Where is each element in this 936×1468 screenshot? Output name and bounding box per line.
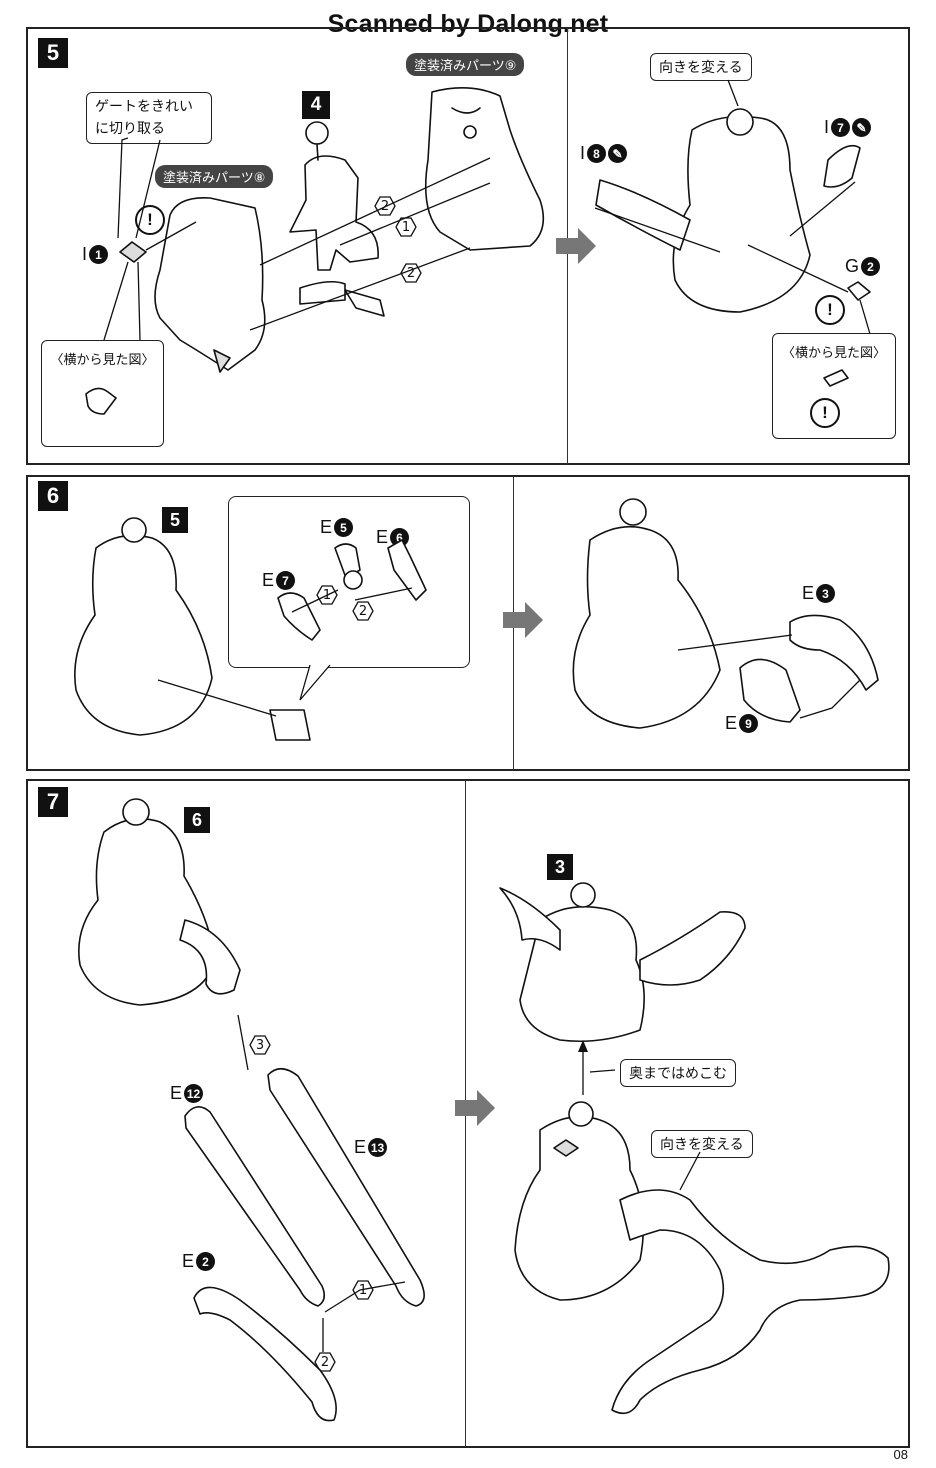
- order-marker: 2: [314, 1352, 336, 1372]
- assembled-body-step6-right: [572, 525, 721, 729]
- tail-part-e2: [193, 1286, 337, 1422]
- sticker-icon: ✎: [852, 118, 872, 137]
- gate-diamond: [119, 241, 147, 263]
- subassembly-5-marker: 5: [162, 507, 188, 533]
- step-5-panel: [26, 27, 910, 465]
- tail-part-e12: [184, 1106, 326, 1307]
- subassembly-3-marker: 3: [547, 854, 573, 880]
- page-number: 08: [893, 1447, 908, 1462]
- final-body-with-tail: [514, 1115, 645, 1301]
- assembled-body-right: [672, 115, 811, 313]
- side-view-label: 〈横から見た図〉: [781, 346, 886, 361]
- warning-icon: !: [815, 295, 845, 325]
- order-marker: 2: [374, 196, 396, 216]
- order-marker: 2: [352, 601, 374, 621]
- sticker-icon: ✎: [608, 144, 628, 163]
- side-view-label: 〈横から見た図〉: [50, 353, 155, 368]
- flow-arrow: [503, 602, 543, 638]
- tail-part-e13: [267, 1067, 425, 1307]
- order-marker: 1: [395, 217, 417, 237]
- painted-part-8-tag: 塗装済みパーツ⑧: [155, 165, 274, 188]
- painted-part-9-tag: 塗装済みパーツ⑨: [406, 53, 525, 76]
- reorient-note: 向きを変える: [651, 1130, 753, 1158]
- step-6-panel: [26, 475, 910, 771]
- step-6-number: 6: [38, 481, 68, 511]
- reorient-note: 向きを変える: [650, 53, 752, 81]
- painted-part-9: [424, 87, 545, 251]
- warning-icon: !: [135, 205, 165, 235]
- scan-watermark: Scanned by Dalong.net: [327, 10, 609, 38]
- step-7-number: 7: [38, 787, 68, 817]
- order-marker: 3: [249, 1035, 271, 1055]
- press-in-note: 奥まではめこむ: [620, 1059, 736, 1087]
- subassembly-6-marker: 6: [184, 807, 210, 833]
- flow-arrow: [556, 228, 596, 264]
- warning-icon: !: [810, 398, 840, 428]
- flow-arrow: [455, 1090, 495, 1126]
- step-7-panel: [26, 779, 910, 1448]
- assembled-body-step6: [74, 534, 213, 736]
- assembled-body-step7: [78, 817, 216, 1006]
- step-5-number: 5: [38, 38, 68, 68]
- subassembly-4: [289, 155, 379, 271]
- subassembly-4-marker: 4: [302, 91, 330, 119]
- wing-right: [639, 911, 746, 986]
- painted-part-8: [154, 197, 266, 371]
- wing-left: [499, 887, 561, 951]
- gate-trim-note: ゲートをきれいに切り取る: [86, 92, 212, 144]
